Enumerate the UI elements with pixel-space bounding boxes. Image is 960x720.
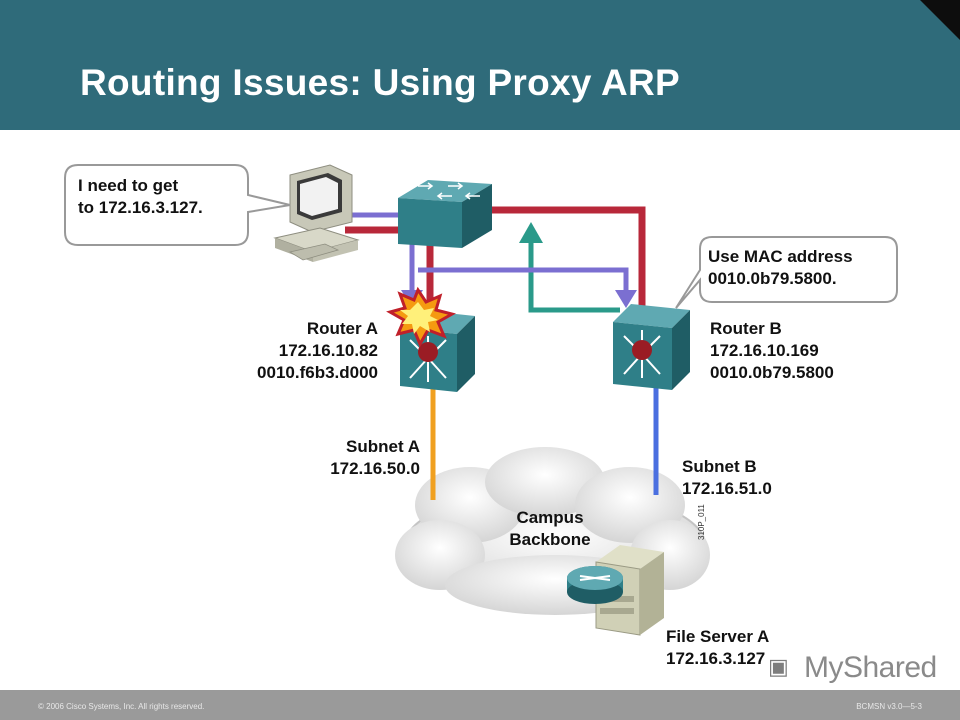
file-server-name: File Server A xyxy=(666,627,770,646)
file-server-icon xyxy=(567,545,664,636)
subnet-a-name: Subnet A xyxy=(346,437,420,456)
router-b-mac: 0010.0b79.5800 xyxy=(710,363,834,382)
corner-decoration xyxy=(920,0,960,40)
subnet-a-label: Subnet A 172.16.50.0 xyxy=(330,436,420,480)
cloud-label: Campus Backbone xyxy=(509,508,591,549)
copyright-text: © 2006 Cisco Systems, Inc. All rights re… xyxy=(38,702,205,711)
network-diagram xyxy=(64,164,898,636)
router-a-ip: 172.16.10.82 xyxy=(278,341,378,360)
router-a-mac: 0010.f6b3.d000 xyxy=(257,363,378,382)
file-server-ip: 172.16.3.127 xyxy=(666,649,766,668)
router-b-name: Router B xyxy=(710,319,782,338)
subnet-b-label: Subnet B 172.16.51.0 xyxy=(682,456,772,500)
subnet-a-network: 172.16.50.0 xyxy=(330,459,420,478)
figure-id: 310P_011 xyxy=(697,504,706,540)
pc-bubble-text: I need to get to 172.16.3.127. xyxy=(78,176,203,217)
slide-header: Routing Issues: Using Proxy ARP xyxy=(0,0,960,130)
subnet-b-name: Subnet B xyxy=(682,457,757,476)
router-a-name: Router A xyxy=(306,319,378,338)
presentation-icon: ▣ xyxy=(768,654,789,679)
teal-reply-arrow xyxy=(519,222,620,313)
router-b-icon xyxy=(613,304,690,390)
subnet-b-network: 172.16.51.0 xyxy=(682,479,772,498)
switch-router-b-link xyxy=(480,206,646,310)
pc-speech-bubble xyxy=(64,164,291,246)
file-server-label: File Server A 172.16.3.127 xyxy=(666,626,769,670)
pc-icon xyxy=(273,164,360,262)
router-b-label: Router B 172.16.10.169 0010.0b79.5800 xyxy=(710,318,834,384)
slide-title: Routing Issues: Using Proxy ARP xyxy=(80,62,681,103)
mac-speech-bubble xyxy=(675,236,898,309)
watermark-text: MyShared xyxy=(804,651,937,684)
switch-icon xyxy=(398,180,492,248)
mac-bubble-text: Use MAC address 0010.0b79.5800. xyxy=(708,247,853,288)
course-code: BCMSN v3.0—5-3 xyxy=(856,702,922,711)
slide-footer xyxy=(0,690,960,720)
red-links xyxy=(345,206,646,310)
router-a-label: Router A 172.16.10.82 0010.f6b3.d000 xyxy=(257,318,378,384)
router-b-ip: 172.16.10.169 xyxy=(710,341,819,360)
